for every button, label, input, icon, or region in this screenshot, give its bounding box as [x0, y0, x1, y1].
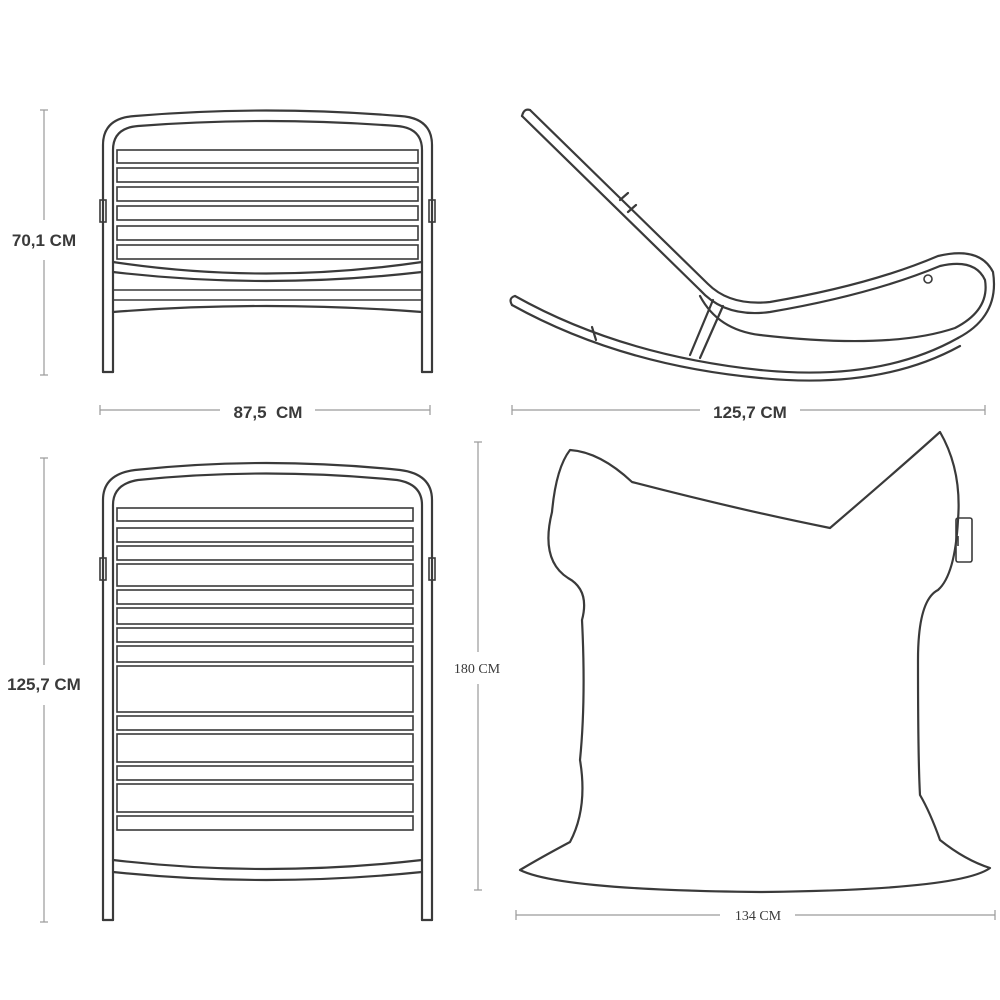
side-length-dimension	[511, 405, 986, 415]
front-height-dimension	[40, 109, 48, 376]
front-width-dimension	[99, 405, 431, 415]
top-length-label: 125,7 CM	[7, 675, 81, 694]
bag-height-dimension	[474, 441, 482, 891]
side-view-drawing	[509, 108, 996, 382]
top-view-drawing	[99, 461, 436, 922]
side-length-label: 125,7 CM	[713, 403, 787, 422]
bag-width-dimension	[515, 910, 996, 920]
bean-bag-drawing	[518, 430, 992, 894]
bag-height-label: 180 CM	[454, 662, 501, 677]
front-height-label: 70,1 CM	[12, 231, 76, 250]
bag-width-label: 134 CM	[735, 909, 782, 924]
front-width-label: 87,5 CM	[234, 403, 303, 422]
front-view-drawing	[99, 109, 436, 374]
top-length-dimension	[40, 457, 48, 923]
